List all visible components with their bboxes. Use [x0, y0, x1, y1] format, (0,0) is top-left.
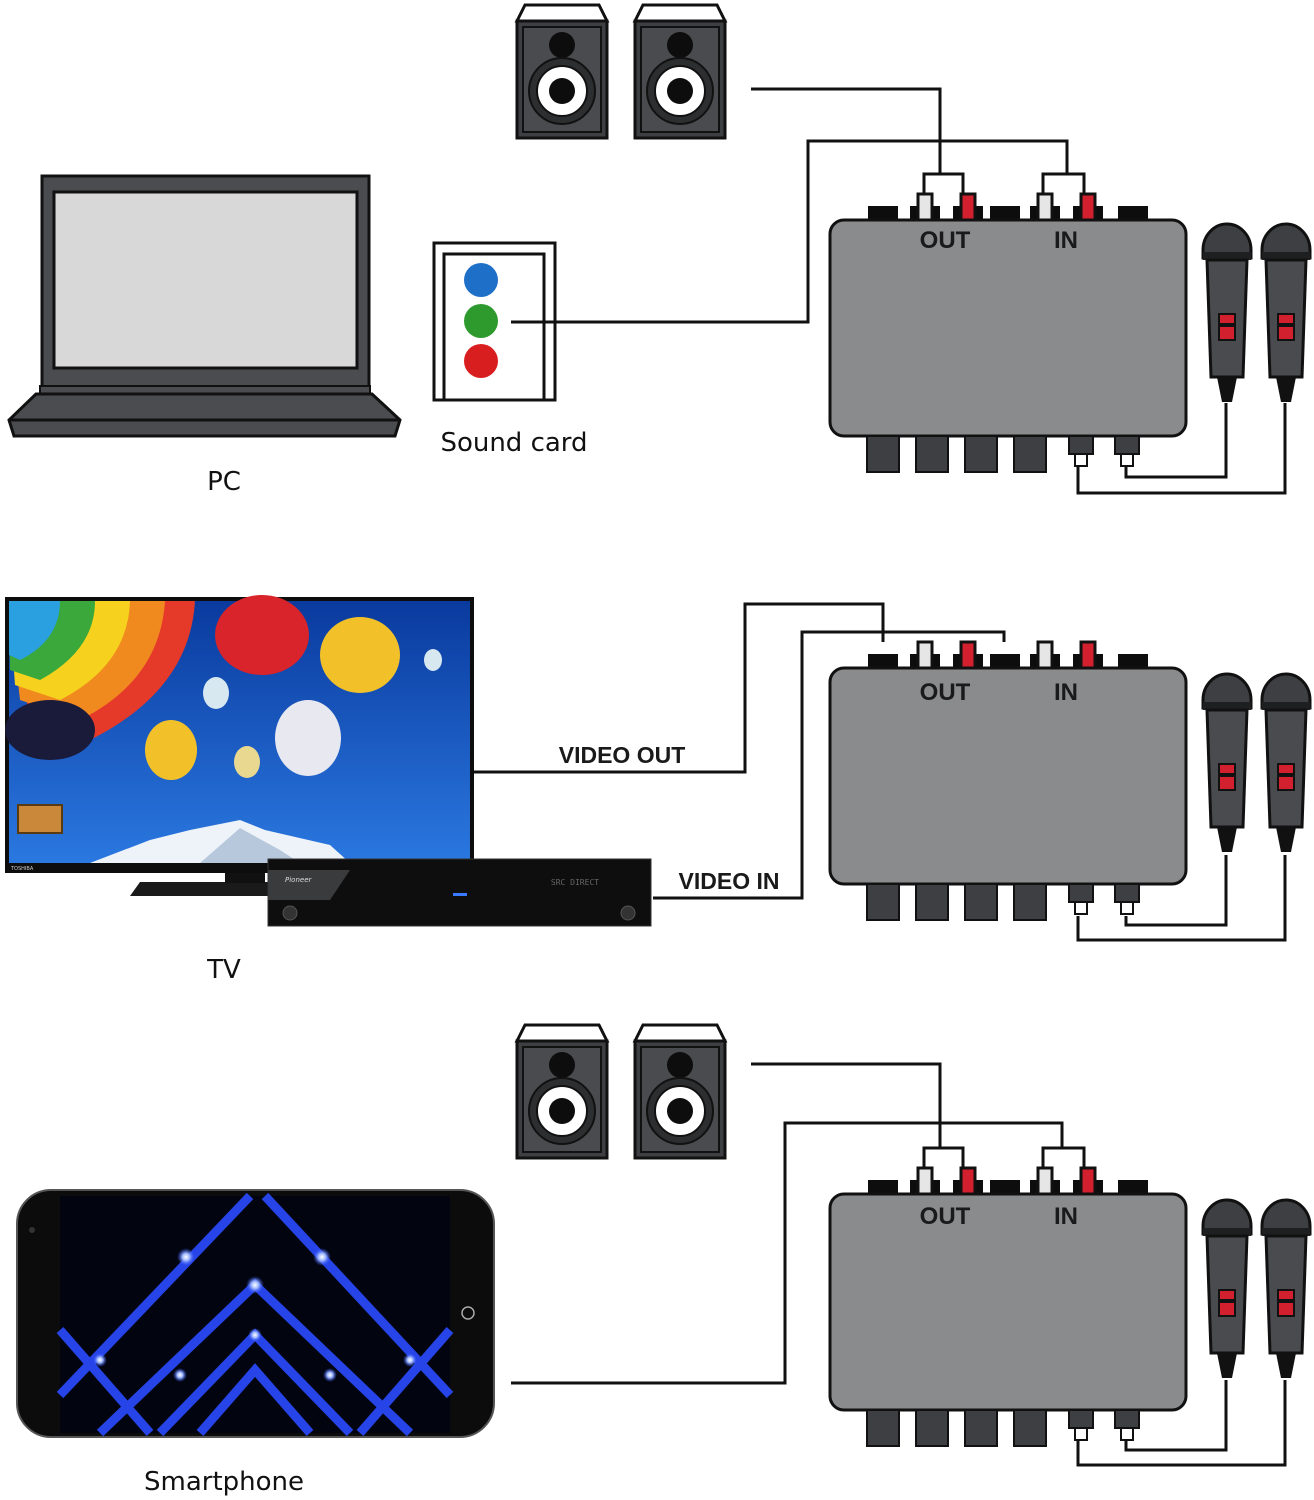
microphone-3a-icon: [1201, 1198, 1253, 1380]
mixer-3-in-label: IN: [1054, 1203, 1078, 1230]
section-pc: PC Sound card OUT IN: [7, 3, 1312, 497]
video-out-label: VIDEO OUT: [559, 742, 686, 768]
laptop-icon: [7, 174, 402, 438]
green-jack: [464, 304, 498, 338]
tv-wires: [474, 602, 1287, 942]
sound-card-icon: [432, 241, 557, 402]
smartphone-wires: [511, 1062, 1287, 1467]
home-button-icon: [461, 1306, 475, 1320]
red-jack: [464, 344, 498, 378]
blue-jack: [464, 263, 498, 297]
speaker-right-icon: [633, 1023, 727, 1160]
rainbow-balloon-graphic: [5, 601, 195, 834]
mixer-2-in-label: IN: [1054, 679, 1078, 706]
section-smartphone: Smartphone OUT IN: [16, 1023, 1312, 1497]
pc-label: PC: [207, 467, 241, 497]
microphone-1b-icon: [1260, 222, 1312, 404]
speaker-right-icon: [633, 3, 727, 140]
smartphone-label: Smartphone: [144, 1467, 304, 1497]
tv-icon: TOSHIBA: [5, 595, 474, 896]
mixer-2-icon: [828, 640, 1188, 922]
blu-ray-player-icon: Pioneer SRC DIRECT: [267, 858, 652, 927]
section-tv: TOSHIBA Pioneer SRC DIRECT TV VIDEO OUT …: [5, 595, 1312, 985]
sound-card-label: Sound card: [440, 428, 587, 458]
mixer-1-icon: [828, 192, 1188, 474]
microphone-1a-icon: [1201, 222, 1253, 404]
microphone-2a-icon: [1201, 672, 1253, 854]
pc-wires: [511, 87, 1287, 495]
mixer-3-out-label: OUT: [920, 1203, 971, 1230]
mixer-1-in-label: IN: [1054, 227, 1078, 254]
speaker-left-icon: [515, 3, 609, 140]
smartphone-icon: [16, 1189, 495, 1438]
player-display: SRC DIRECT: [551, 878, 599, 887]
tv-label: TV: [206, 955, 241, 985]
player-brand: Pioneer: [285, 876, 312, 884]
microphone-2b-icon: [1260, 672, 1312, 854]
mixer-2-out-label: OUT: [920, 679, 971, 706]
tv-brand: TOSHIBA: [10, 866, 34, 872]
video-in-label: VIDEO IN: [679, 868, 780, 894]
mixer-3-icon: [828, 1166, 1188, 1448]
phone-screen-graphic: [56, 1192, 454, 1437]
mixer-1-out-label: OUT: [920, 227, 971, 254]
speaker-left-icon: [515, 1023, 609, 1160]
microphone-3b-icon: [1260, 1198, 1312, 1380]
